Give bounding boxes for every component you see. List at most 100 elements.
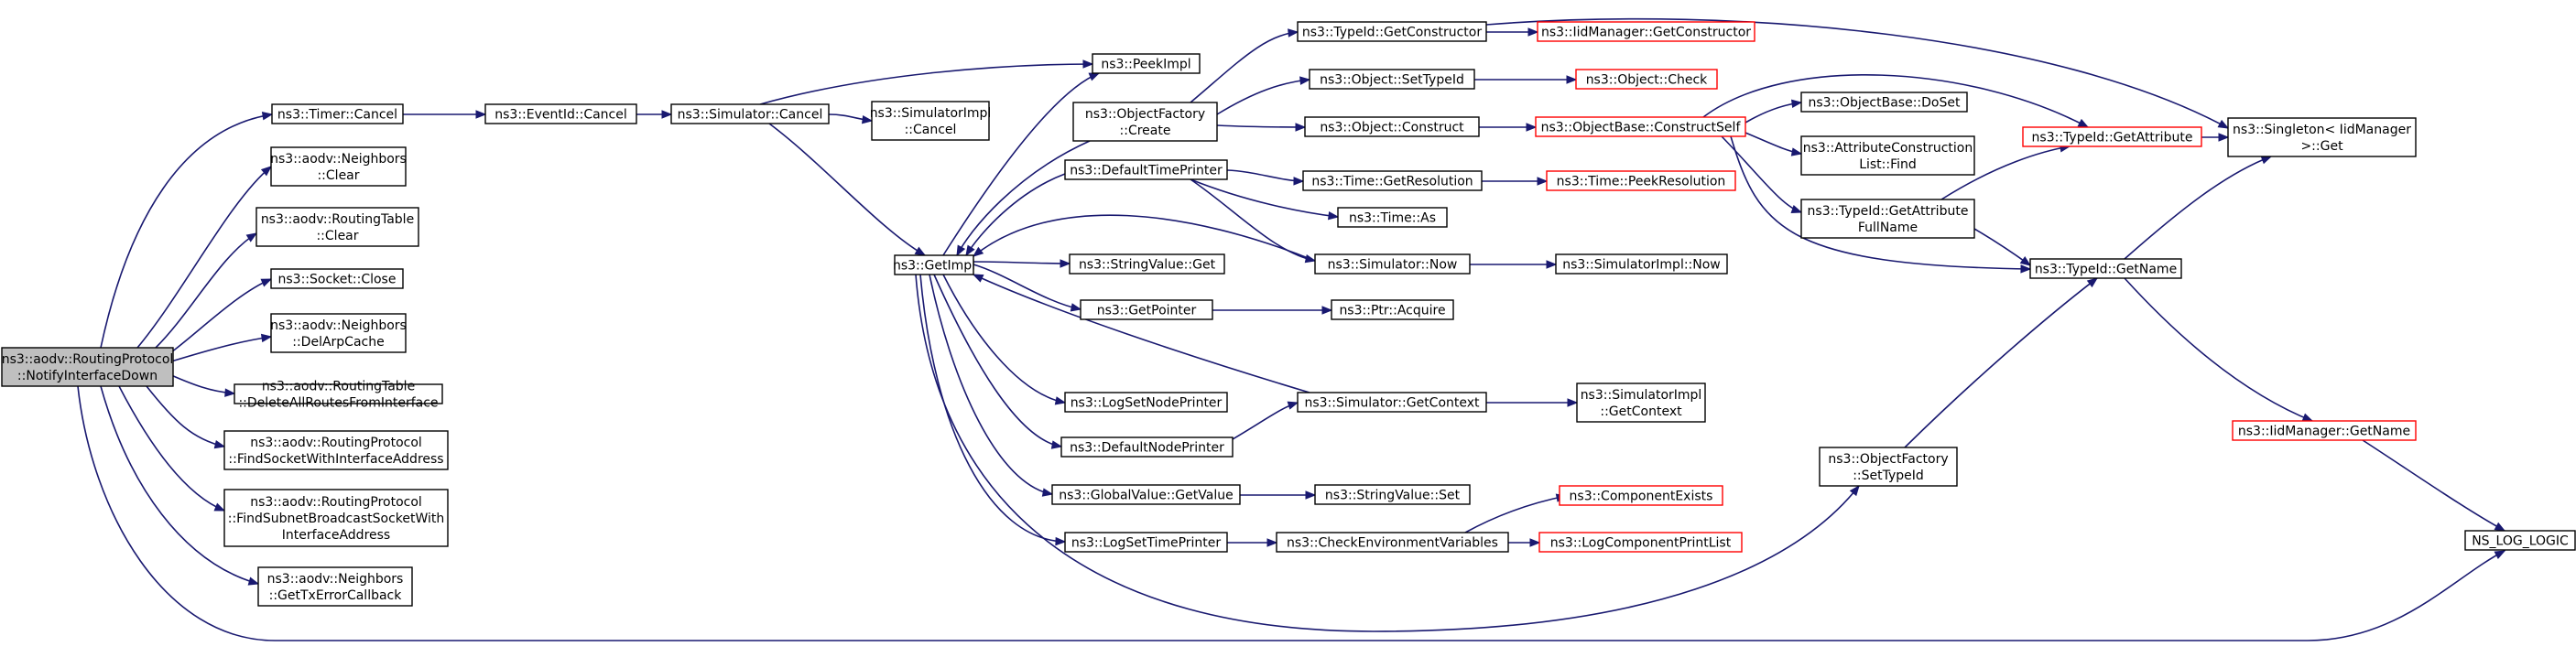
node-box[interactable] [894, 254, 974, 275]
node-box[interactable] [234, 383, 443, 404]
node-componentexists[interactable]: ns3::ComponentExists [1559, 485, 1723, 506]
node-box[interactable] [1537, 21, 1755, 42]
node-box[interactable] [1337, 207, 1448, 228]
node-box[interactable] [484, 103, 637, 124]
node-box[interactable] [1069, 253, 1225, 275]
node-box[interactable] [1800, 199, 1975, 239]
node-box[interactable] [1819, 447, 1958, 487]
node-neighbors-gettxerror[interactable]: ns3::aodv::Neighbors::GetTxErrorCallback [257, 566, 413, 607]
node-checkenvvars[interactable]: ns3::CheckEnvironmentVariables [1276, 532, 1509, 553]
node-box[interactable] [1535, 116, 1746, 137]
node-box[interactable] [1575, 69, 1718, 90]
node-box[interactable] [1302, 170, 1483, 191]
node-box[interactable] [1576, 382, 1706, 423]
node-object-settypeid[interactable]: ns3::Object::SetTypeId [1309, 69, 1475, 90]
node-box[interactable] [1314, 253, 1471, 275]
node-simulator-cancel[interactable]: ns3::Simulator::Cancel [670, 103, 830, 124]
node-logsettimeprinter[interactable]: ns3::LogSetTimePrinter [1064, 532, 1228, 553]
node-box[interactable] [223, 489, 449, 547]
node-singleton-get[interactable]: ns3::Singleton< IidManager >::Get [2227, 117, 2417, 157]
node-box[interactable] [271, 103, 404, 124]
node-simulatorimpl-getcontext[interactable]: ns3::SimulatorImpl::GetContext [1576, 382, 1706, 423]
node-box[interactable] [1051, 484, 1241, 505]
node-box[interactable] [1800, 92, 1968, 113]
node-box[interactable] [1064, 159, 1228, 180]
node-box[interactable] [2232, 420, 2417, 441]
node-defaulttimeprinter[interactable]: ns3::DefaultTimePrinter [1064, 159, 1228, 180]
node-simulator-getcontext[interactable]: ns3::Simulator::GetContext [1297, 392, 1487, 413]
node-box[interactable] [1800, 135, 1975, 176]
node-box[interactable] [1092, 53, 1201, 74]
node-neighbors-delarpcache[interactable]: ns3::aodv::Neighbors::DelArpCache [270, 313, 407, 353]
node-time-getresolution[interactable]: ns3::Time::GetResolution [1302, 170, 1483, 191]
node-box[interactable] [2227, 117, 2417, 157]
node-box[interactable] [270, 313, 407, 353]
node-logsetnodeprinter[interactable]: ns3::LogSetNodePrinter [1064, 392, 1228, 413]
node-box[interactable] [1538, 532, 1743, 553]
node-neighbors-clear[interactable]: ns3::aodv::Neighbors::Clear [270, 146, 407, 187]
node-object-check[interactable]: ns3::Object::Check [1575, 69, 1718, 90]
node-globalvalue-getvalue[interactable]: ns3::GlobalValue::GetValue [1051, 484, 1241, 505]
node-box[interactable] [1309, 69, 1475, 90]
node-time-as[interactable]: ns3::Time::As [1337, 207, 1448, 228]
node-box[interactable] [2022, 126, 2202, 147]
node-simulatorimpl-now[interactable]: ns3::SimulatorImpl::Now [1555, 253, 1728, 275]
node-box[interactable] [2464, 530, 2576, 551]
node-rp-findsubnet[interactable]: ns3::aodv::RoutingProtocol::FindSubnetBr… [223, 489, 449, 547]
node-routingtable-deleteall[interactable]: ns3::aodv::RoutingTable::DeleteAllRoutes… [234, 380, 443, 411]
node-routingtable-clear[interactable]: ns3::aodv::RoutingTable::Clear [255, 207, 419, 247]
node-typeid-getname[interactable]: ns3::TypeId::GetName [2029, 258, 2182, 279]
node-box[interactable] [255, 207, 419, 247]
node-iidmanager-getconstructor[interactable]: ns3::IidManager::GetConstructor [1537, 21, 1755, 42]
node-box[interactable] [1555, 253, 1728, 275]
node-box[interactable] [1060, 436, 1234, 458]
node-box[interactable] [1276, 532, 1509, 553]
node-time-peekresolution[interactable]: ns3::Time::PeekResolution [1546, 170, 1736, 191]
node-box[interactable] [1331, 299, 1454, 320]
node-box[interactable] [1546, 170, 1736, 191]
node-objectbase-constructself[interactable]: ns3::ObjectBase::ConstructSelf [1535, 116, 1746, 137]
node-peekimpl[interactable]: ns3::PeekImpl [1092, 53, 1201, 74]
node-socket-close[interactable]: ns3::Socket::Close [270, 268, 404, 289]
node-timer-cancel[interactable]: ns3::Timer::Cancel [271, 103, 404, 124]
node-typeid-getattribute[interactable]: ns3::TypeId::GetAttribute [2022, 126, 2202, 147]
node-box[interactable] [1080, 299, 1213, 320]
node-rp-findsocket[interactable]: ns3::aodv::RoutingProtocol::FindSocketWi… [223, 430, 449, 470]
node-box[interactable] [1064, 532, 1228, 553]
node-box[interactable] [223, 430, 449, 470]
node-stringvalue-set[interactable]: ns3::StringValue::Set [1314, 484, 1471, 505]
node-box[interactable] [1, 347, 174, 387]
node-box[interactable] [1304, 116, 1480, 137]
node-defaultnodeprinter[interactable]: ns3::DefaultNodePrinter [1060, 436, 1234, 458]
node-box[interactable] [2029, 258, 2182, 279]
node-simulator-now[interactable]: ns3::Simulator::Now [1314, 253, 1471, 275]
node-eventid-cancel[interactable]: ns3::EventId::Cancel [484, 103, 637, 124]
node-box[interactable] [257, 566, 413, 607]
node-box[interactable] [1297, 21, 1487, 42]
node-getimpl[interactable]: ns3::GetImpl [893, 254, 975, 275]
node-ns-log-logic[interactable]: NS_LOG_LOGIC [2464, 530, 2576, 551]
node-ptr-acquire[interactable]: ns3::Ptr::Acquire [1331, 299, 1454, 320]
node-simulatorimpl-cancel[interactable]: ns3::SimulatorImpl::Cancel [870, 101, 992, 141]
node-root[interactable]: ns3::aodv::RoutingProtocol::NotifyInterf… [1, 347, 174, 387]
node-box[interactable] [1297, 392, 1487, 413]
node-box[interactable] [1064, 392, 1228, 413]
node-box[interactable] [1072, 102, 1218, 142]
node-objectfactory-create[interactable]: ns3::ObjectFactory::Create [1072, 102, 1218, 142]
node-iidmanager-getname[interactable]: ns3::IidManager::GetName [2232, 420, 2417, 441]
node-box[interactable] [270, 146, 407, 187]
node-box[interactable] [871, 101, 990, 141]
node-box[interactable] [270, 268, 404, 289]
node-box[interactable] [670, 103, 830, 124]
node-object-construct[interactable]: ns3::Object::Construct [1304, 116, 1480, 137]
node-stringvalue-get[interactable]: ns3::StringValue::Get [1069, 253, 1225, 275]
node-objectbase-doset[interactable]: ns3::ObjectBase::DoSet [1800, 92, 1968, 113]
node-typeid-getconstructor[interactable]: ns3::TypeId::GetConstructor [1297, 21, 1487, 42]
node-box[interactable] [1314, 484, 1471, 505]
node-box[interactable] [1559, 485, 1723, 506]
node-getpointer[interactable]: ns3::GetPointer [1080, 299, 1213, 320]
node-objectfactory-settypeid[interactable]: ns3::ObjectFactory::SetTypeId [1819, 447, 1958, 487]
node-logcomponentprintlist[interactable]: ns3::LogComponentPrintList [1538, 532, 1743, 553]
